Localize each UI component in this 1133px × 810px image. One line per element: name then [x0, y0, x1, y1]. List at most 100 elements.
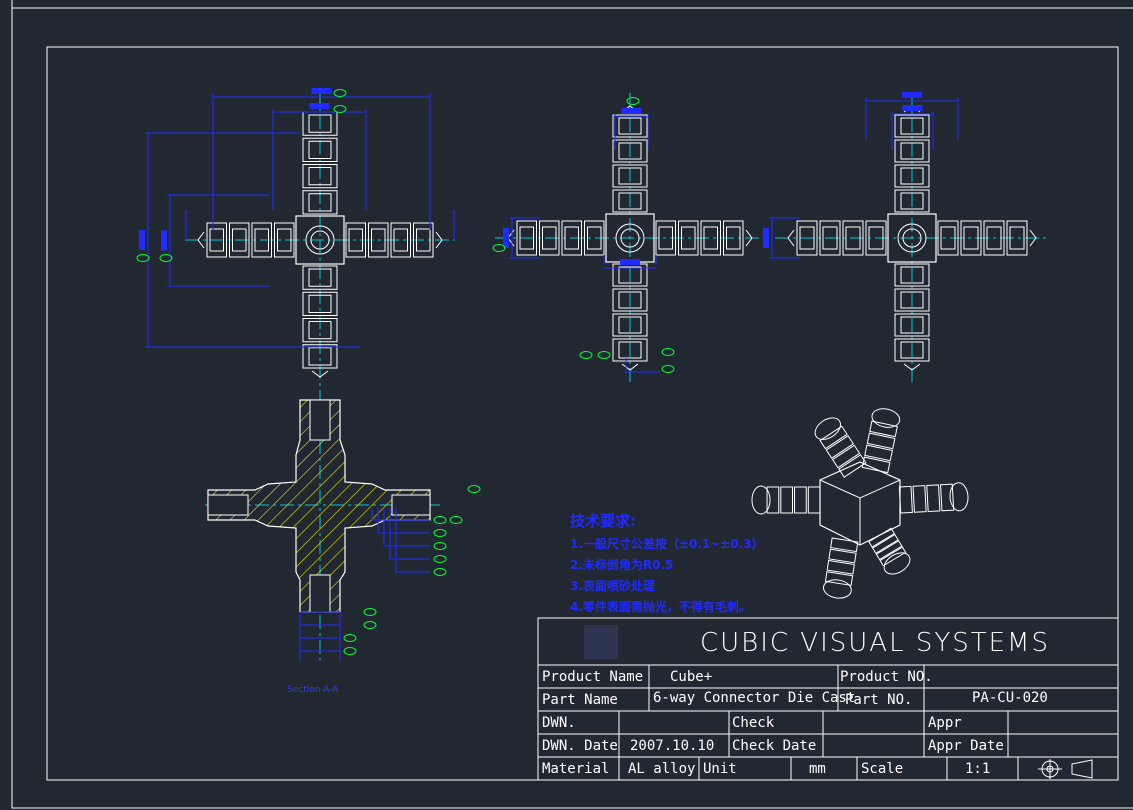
arm-segment-inner	[542, 226, 557, 250]
hub-bore	[615, 223, 645, 253]
hub-bore-inner	[620, 228, 640, 248]
balloon	[333, 89, 347, 97]
arm-segment	[274, 222, 295, 258]
bore-bottom	[309, 574, 331, 613]
arm-segment-inner	[209, 228, 224, 252]
arm-segment	[894, 263, 930, 287]
arm-segment	[700, 220, 721, 256]
iso-arm-down-left-end	[822, 579, 852, 599]
company-name: CUBIC VISUAL SYSTEMS	[700, 628, 1050, 658]
arm-segment-inner	[658, 226, 673, 250]
arm-segment-inner	[618, 167, 642, 185]
iso-arm-down-right-segment	[868, 527, 896, 548]
iso-arm-up-right-segment	[866, 432, 896, 450]
arm-segment	[983, 220, 1005, 256]
arm-segment	[612, 189, 648, 213]
balloon	[492, 244, 506, 252]
iso-cube-edge	[819, 479, 901, 499]
arm-segment-inner	[900, 167, 924, 185]
part-no-label: Part NO.	[845, 692, 913, 708]
dimension-text-mark	[763, 228, 769, 248]
arm-segment-inner	[564, 226, 579, 250]
arm-segment-inner	[277, 228, 292, 252]
orthographic-views	[136, 88, 1049, 390]
dimension-text-mark	[902, 105, 923, 111]
arm-segment	[612, 338, 648, 362]
dwn-date-value: 2007.10.10	[630, 738, 715, 754]
hub-bore	[305, 225, 335, 255]
arm-segment	[229, 222, 250, 258]
iso-arm-down-left-segment	[826, 559, 855, 575]
arm-segment-inner	[845, 226, 861, 250]
arm-segment	[894, 338, 930, 362]
hub-bore	[897, 223, 927, 253]
iso-arm-up-right-end	[871, 408, 901, 428]
balloon	[433, 568, 447, 576]
arm-segment	[539, 220, 560, 256]
iso-arm-down-right-segment	[879, 546, 907, 567]
arm-segment-inner	[587, 226, 602, 250]
arm-segment-inner	[900, 291, 924, 309]
arm-segment	[612, 164, 648, 188]
arm-segment	[1006, 220, 1028, 256]
section-view-a-a	[205, 390, 481, 660]
appr-date-label: Appr Date	[928, 738, 1004, 754]
arm-segment-inner	[308, 167, 332, 186]
part-name-value: 6-way Connector Die Cast	[653, 690, 856, 706]
arm-segment	[413, 222, 434, 258]
balloon	[333, 105, 347, 113]
arm-segment	[584, 220, 605, 256]
arm-segment-inner	[1009, 226, 1025, 250]
arm-segment	[612, 139, 648, 163]
iso-arm-up-left-segment	[838, 454, 867, 478]
dimension-text-mark	[503, 228, 509, 248]
arm-segment-inner	[308, 294, 332, 313]
arm-segment	[302, 164, 338, 189]
dimension-text-mark	[311, 88, 332, 94]
balloon	[159, 254, 173, 262]
unit-value: mm	[809, 761, 826, 777]
arm-segment-inner	[940, 226, 956, 250]
arm-tip	[435, 231, 443, 249]
bore-left	[207, 494, 249, 516]
balloon	[579, 351, 593, 359]
arm-segment	[302, 344, 338, 369]
arm-segment	[894, 189, 930, 213]
arm-segment-inner	[799, 226, 815, 250]
dwn-label: DWN.	[542, 715, 576, 731]
arm-segment	[819, 220, 841, 256]
arm-segment	[865, 220, 887, 256]
arm-segment	[368, 222, 389, 258]
dimension-text-mark	[309, 103, 330, 109]
iso-arm-left-end	[751, 485, 771, 515]
arm-segment-inner	[900, 266, 924, 284]
balloon	[433, 516, 447, 524]
arm-segment-inner	[726, 226, 741, 250]
arm-segment	[302, 265, 338, 290]
arm-segment-inner	[371, 228, 386, 252]
arm-segment-inner	[308, 114, 332, 133]
arm-segment-inner	[963, 226, 979, 250]
iso-arm-left-segment	[807, 486, 821, 514]
arm-segment	[796, 220, 818, 256]
iso-arm-down-right-segment	[871, 533, 899, 554]
part-no-value: PA-CU-020	[972, 690, 1048, 706]
bore-right	[391, 494, 431, 516]
arm-segment-inner	[618, 316, 642, 334]
check-date-label: Check Date	[732, 738, 817, 754]
balloon	[343, 634, 357, 642]
hub-bore-inner	[902, 228, 922, 248]
arm-segment	[894, 114, 930, 138]
arm-segment	[894, 164, 930, 188]
iso-arm-left-segment	[780, 486, 793, 514]
arm-segment-inner	[900, 341, 924, 359]
top-view	[492, 93, 765, 383]
arm-segment-inner	[618, 291, 642, 309]
iso-arm-right-segment	[912, 485, 927, 513]
arm-segment	[612, 114, 648, 138]
arm-segment-inner	[308, 268, 332, 287]
arm-segment	[302, 190, 338, 215]
arm-segment	[960, 220, 982, 256]
iso-arm-left-segment	[794, 486, 807, 514]
